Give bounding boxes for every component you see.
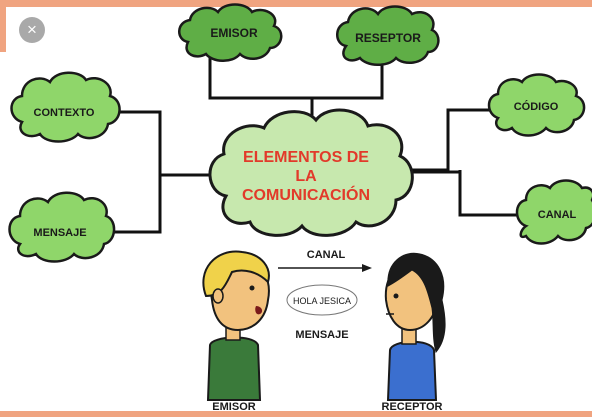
node-receptor-label: RESEPTOR bbox=[355, 31, 421, 45]
canal-arrow: CANAL bbox=[278, 249, 372, 272]
bubble-text: HOLA JESICA bbox=[293, 296, 351, 306]
cloud-codigo: CÓDIGO bbox=[487, 73, 586, 137]
connector-emisor bbox=[208, 52, 314, 128]
node-contexto-label: CONTEXTO bbox=[34, 107, 95, 119]
cloud-canal: CANAL bbox=[515, 179, 592, 245]
left-accent-bar bbox=[0, 0, 6, 52]
cloud-contexto: CONTEXTO bbox=[10, 71, 121, 143]
connector-contexto bbox=[118, 110, 222, 177]
connector-lines bbox=[100, 52, 519, 234]
message-bubble: HOLA JESICA bbox=[286, 284, 358, 316]
close-icon[interactable]: × bbox=[19, 17, 45, 43]
bottom-accent-bar bbox=[0, 411, 592, 417]
node-codigo-label: CÓDIGO bbox=[514, 100, 559, 113]
mensaje-caption: MENSAJE bbox=[295, 329, 348, 341]
cloud-emisor: EMISOR bbox=[178, 3, 283, 62]
node-canal-label: CANAL bbox=[538, 209, 577, 221]
cloud-center-title: ELEMENTOS DE LA COMUNICACIÓN bbox=[208, 108, 414, 237]
title-line-3: COMUNICACIÓN bbox=[242, 185, 370, 204]
connector-receptor bbox=[312, 52, 384, 100]
cloud-mensaje: MENSAJE bbox=[8, 191, 116, 263]
title-line-2: LA bbox=[295, 168, 317, 185]
connector-mensaje bbox=[100, 175, 162, 234]
title-line-1: ELEMENTOS DE bbox=[243, 149, 369, 166]
connector-canal bbox=[458, 170, 519, 217]
receptor-caption: RECEPTOR bbox=[382, 401, 443, 413]
receptor-person-figure bbox=[384, 252, 446, 401]
emisor-caption: EMISOR bbox=[212, 401, 255, 413]
cloud-receptor: RESEPTOR bbox=[336, 5, 440, 66]
connector-codigo bbox=[402, 108, 492, 172]
node-mensaje-label: MENSAJE bbox=[33, 227, 86, 239]
top-accent-bar bbox=[0, 0, 592, 7]
node-emisor-label: EMISOR bbox=[210, 26, 258, 40]
emisor-person-figure bbox=[202, 250, 270, 401]
canal-label: CANAL bbox=[307, 249, 346, 261]
